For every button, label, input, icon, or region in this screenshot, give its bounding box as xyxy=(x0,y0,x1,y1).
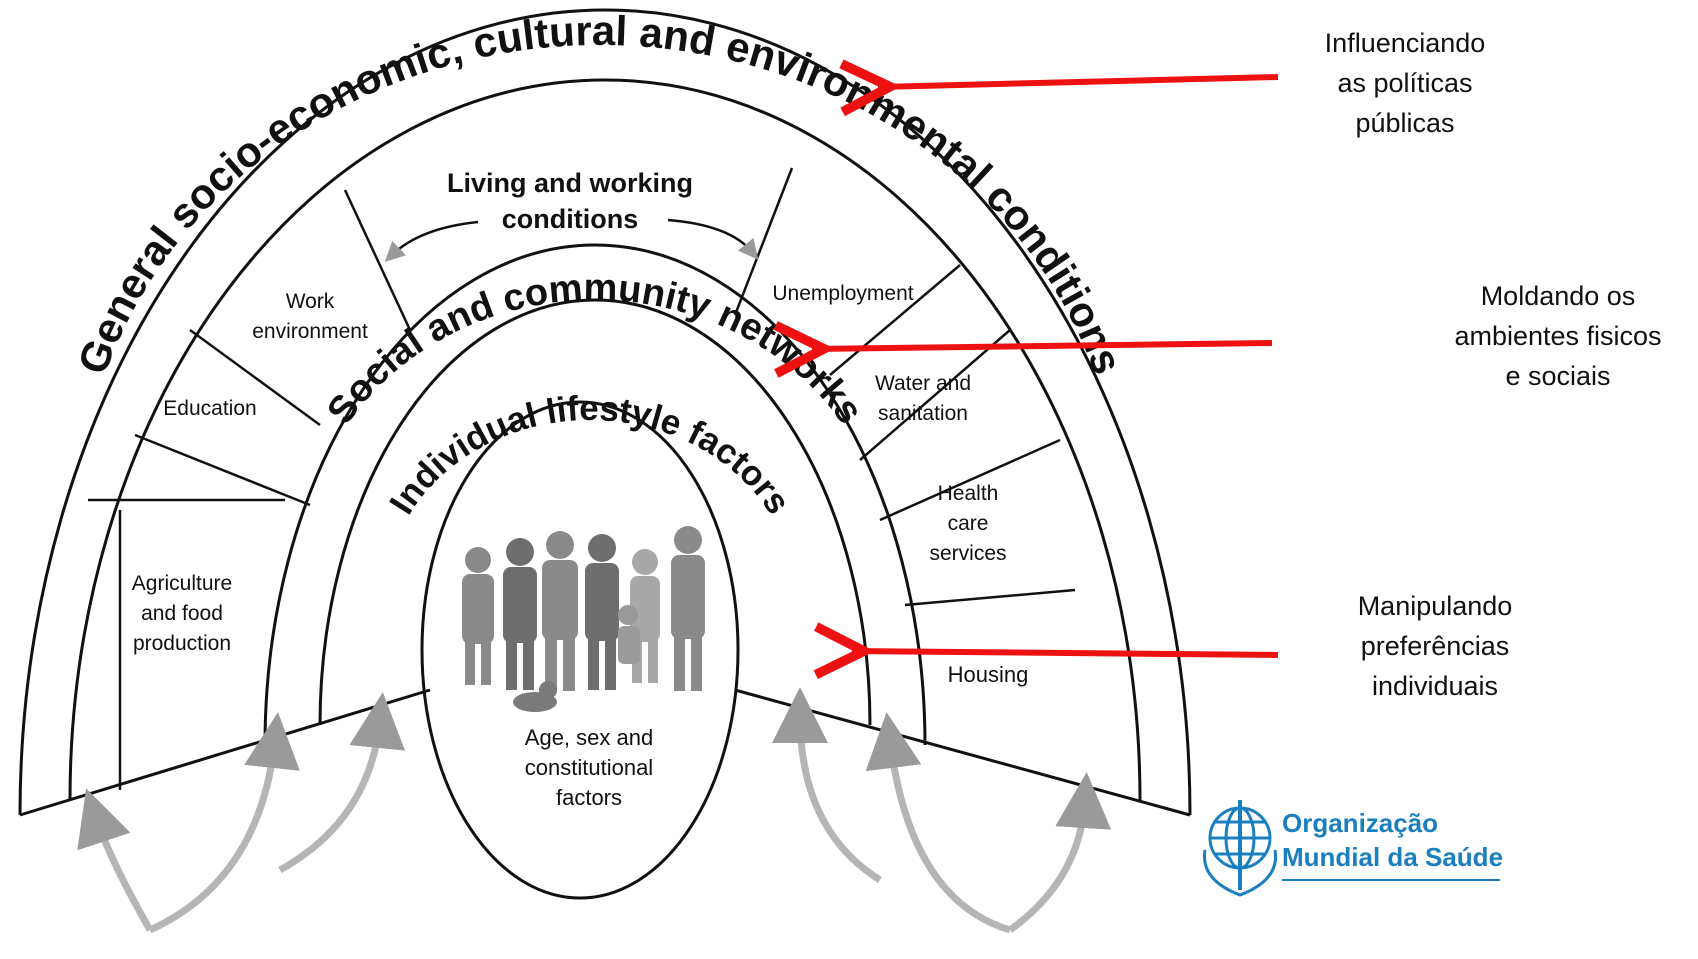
sector-dividers xyxy=(88,167,1076,790)
sector-work-line2: environment xyxy=(252,320,368,343)
sector-health-line3: services xyxy=(929,542,1006,565)
ring-social-inner-edge xyxy=(318,298,872,726)
annotation-preferences-line2: preferências xyxy=(1361,631,1510,661)
ring-sectors-inner-edge xyxy=(263,243,927,746)
who-emblem-icon xyxy=(1202,800,1278,897)
sector-education: Education xyxy=(163,397,256,420)
person-figure-child xyxy=(618,605,640,664)
annotation-environments-line2: ambientes fisicos xyxy=(1454,321,1661,351)
center-label-line1: Age, sex and xyxy=(525,725,653,750)
arrow-policies xyxy=(878,77,1279,87)
ring-outer-edge xyxy=(18,8,1192,816)
person-figure-4 xyxy=(585,534,619,690)
ring-outer-inner-edge xyxy=(68,78,1142,801)
center-ellipse xyxy=(420,400,740,900)
who-logo-line1: Organização xyxy=(1282,808,1438,838)
sector-housing: Housing xyxy=(948,662,1029,687)
center-label-line2: constitutional xyxy=(525,755,653,780)
center-label-line3: factors xyxy=(556,785,622,810)
living-conditions-group: Living and working conditions xyxy=(384,168,759,262)
annotation-policies-line3: públicas xyxy=(1355,108,1454,138)
person-figure-baby xyxy=(513,681,557,712)
annotation-policies-line2: as políticas xyxy=(1337,68,1472,98)
ring-lines xyxy=(18,8,1192,900)
living-conditions-line1: Living and working xyxy=(447,168,693,198)
annotation-arrows xyxy=(812,77,1279,655)
sector-labels: Agriculture and food production Educatio… xyxy=(132,282,1029,687)
annotation-environments-line3: e sociais xyxy=(1505,361,1610,391)
annotation-preferences: Manipulando preferências individuais xyxy=(1358,591,1513,701)
sector-agriculture-line2: and food xyxy=(141,602,223,625)
annotation-preferences-line1: Manipulando xyxy=(1358,591,1513,621)
living-conditions-line2: conditions xyxy=(502,204,639,234)
annotation-policies-line1: Influenciando xyxy=(1325,28,1486,58)
feedback-arrows-left xyxy=(77,692,406,934)
annotation-preferences-line3: individuais xyxy=(1372,671,1498,701)
sector-health-line2: care xyxy=(948,512,989,535)
living-arrow-left xyxy=(384,220,479,262)
annotation-environments-line1: Moldando os xyxy=(1481,281,1636,311)
sector-unemployment: Unemployment xyxy=(772,282,913,305)
sector-work-line1: Work xyxy=(286,290,335,313)
annotation-environments: Moldando os ambientes fisicos e sociais xyxy=(1454,281,1661,391)
person-figure-6 xyxy=(671,526,705,691)
person-figure-1 xyxy=(462,547,494,685)
sector-water-line2: sanitation xyxy=(878,402,968,425)
sector-agriculture-line1: Agriculture xyxy=(132,572,232,595)
living-arrow-right xyxy=(667,218,759,260)
ring-individual-label: Individual lifestyle factors xyxy=(382,389,798,521)
arrow-preferences xyxy=(852,651,1279,655)
arrow-environments xyxy=(812,343,1273,349)
sector-agriculture-line3: production xyxy=(133,632,231,655)
sector-water-line1: Water and xyxy=(875,372,971,395)
sector-health-line1: Health xyxy=(938,482,999,505)
annotation-policies: Influenciando as políticas públicas xyxy=(1325,28,1486,138)
feedback-arrows-right xyxy=(772,687,1112,934)
person-figure-2 xyxy=(503,538,537,690)
who-logo-line2: Mundial da Saúde xyxy=(1282,842,1503,872)
who-logo: Organização Mundial da Saúde xyxy=(1202,800,1503,897)
people-figures xyxy=(462,526,705,712)
person-figure-3 xyxy=(542,531,578,691)
